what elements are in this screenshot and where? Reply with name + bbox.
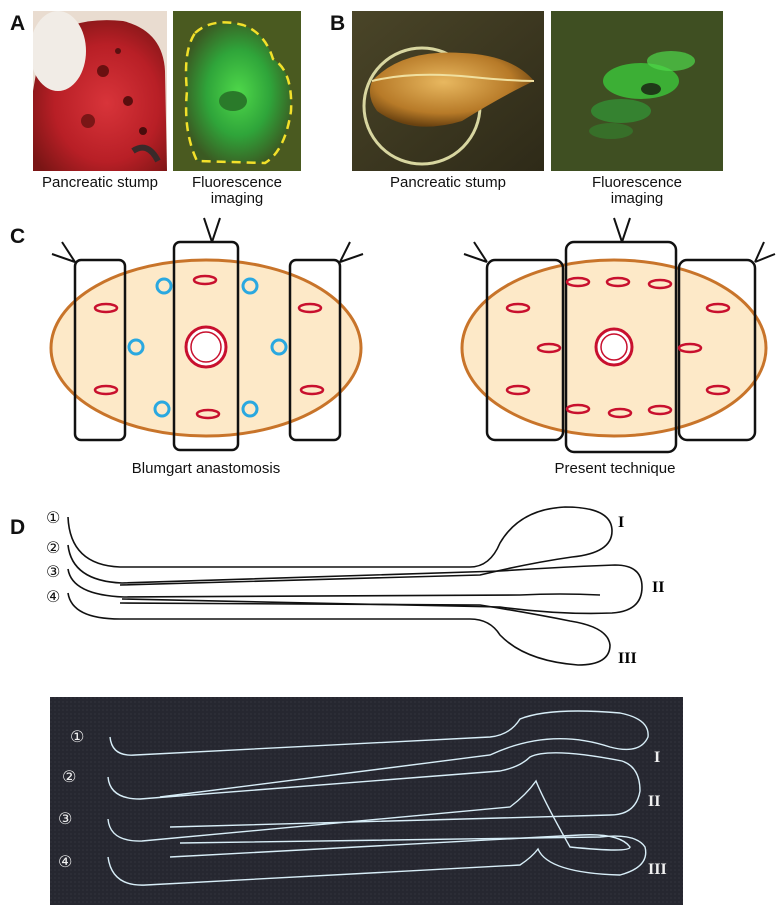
thread-number-2: ② (46, 538, 61, 557)
loop-label-1: I (618, 514, 624, 531)
photo-thread-number-1: ① (70, 727, 85, 746)
caption-blumgart-anastomosis: Blumgart anastomosis (131, 460, 281, 477)
caption-pancreatic-stump-b: Pancreatic stump (390, 174, 506, 191)
caption-present-technique: Present technique (554, 460, 676, 477)
anastomosis-diagram (49, 217, 776, 454)
panel-letter-a: A (10, 12, 26, 35)
panel-letter-b: B (330, 12, 346, 35)
photo-loop-label-2: II (648, 793, 661, 810)
pancreatic-stump-photo-b (352, 11, 544, 171)
suture-threads-photo: ① ② ③ ④ I II III (50, 697, 683, 905)
fluorescence-photo-b (551, 11, 723, 171)
photo-thread-number-2: ② (62, 767, 77, 786)
panel-letter-c: C (10, 225, 26, 248)
photo-loop-label-3: III (648, 861, 667, 878)
photo-thread-number-4: ④ (58, 852, 73, 871)
thread-number-1: ① (46, 508, 61, 527)
caption-pancreatic-stump-a: Pancreatic stump (42, 174, 158, 191)
loop-label-3: III (618, 650, 637, 667)
loop-label-2: II (652, 579, 664, 596)
suture-threads-photo-drawing (50, 697, 683, 905)
present-technique-diagram (460, 217, 776, 454)
pancreatic-stump-photo-a (33, 11, 167, 171)
thread-number-4: ④ (46, 587, 61, 606)
photo-loop-label-1: I (654, 749, 661, 766)
panel-letter-d: D (10, 516, 26, 539)
fluorescence-photo-a (173, 11, 301, 171)
caption-fluorescence-imaging-a: Fluorescence imaging (191, 174, 283, 207)
thread-number-3: ③ (46, 562, 61, 581)
blumgart-diagram (49, 217, 364, 452)
suture-threads-diagram: I II III (67, 506, 664, 667)
caption-fluorescence-imaging-b: Fluorescence imaging (591, 174, 683, 207)
photo-thread-number-3: ③ (58, 809, 73, 828)
